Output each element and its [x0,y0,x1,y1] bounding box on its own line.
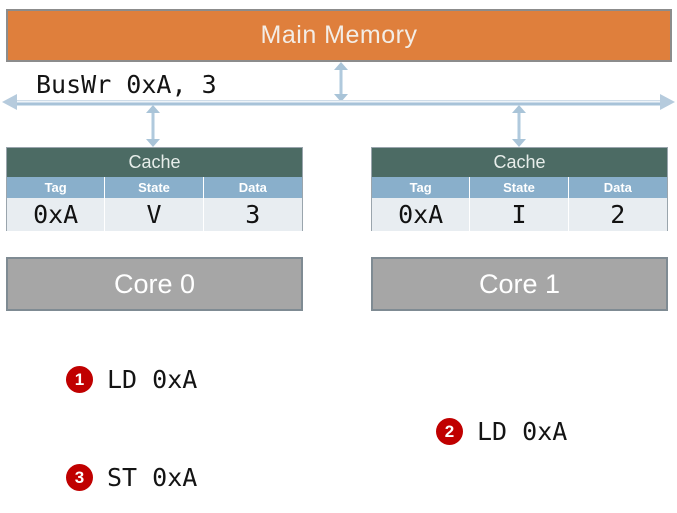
cache-title-0: Cache [7,148,302,177]
cache-table-row-0: 0xA V 3 [7,198,302,231]
cell-state-0: V [105,198,204,231]
core-block-1: Core 1 [371,257,668,311]
annotation-badge-3: 3 [66,464,93,491]
connector-stem [517,111,521,141]
arrowhead-down-icon [512,139,526,147]
cache-table-1: Tag State Data 0xA I 2 [372,177,667,231]
cache-block-1: Cache Tag State Data 0xA I 2 [371,147,668,231]
cell-data-0: 3 [203,198,302,231]
arrowhead-down-icon [334,94,348,102]
arrowhead-up-icon [512,105,526,113]
cell-data-1: 2 [568,198,667,231]
cache-block-0: Cache Tag State Data 0xA V 3 [6,147,303,231]
annotation-badge-2: 2 [436,418,463,445]
main-memory-label: Main Memory [260,21,418,49]
bus-line [16,100,661,106]
connector-stem [151,111,155,141]
cache-table-row-1: 0xA I 2 [372,198,667,231]
core-label-1: Core 1 [478,268,561,299]
column-header-state: State [470,177,569,198]
core-block-0: Core 0 [6,257,303,311]
cache-title-1: Cache [372,148,667,177]
cell-tag-1: 0xA [372,198,471,231]
cell-state-1: I [470,198,569,231]
cache-table-header-row-1: Tag State Data [372,177,667,198]
bus-arrow-left-icon [2,94,17,110]
memory-bus-connector-arrow [334,62,348,102]
annotation-1: 1 LD 0xA [66,365,197,394]
column-header-data: Data [568,177,667,198]
cache-table-header-row-0: Tag State Data [7,177,302,198]
cache0-bus-connector-arrow [146,105,160,147]
arrowhead-up-icon [334,62,348,70]
annotation-text-1: LD 0xA [107,365,198,394]
bus-transaction-label: BusWr 0xA, 3 [36,70,217,99]
column-header-state: State [105,177,204,198]
column-header-tag: Tag [7,177,106,198]
cell-tag-0: 0xA [7,198,106,231]
annotation-3: 3 ST 0xA [66,463,197,492]
annotation-badge-1: 1 [66,366,93,393]
column-header-data: Data [203,177,302,198]
annotation-text-2: LD 0xA [477,417,568,446]
core-label-0: Core 0 [113,268,196,299]
column-header-tag: Tag [372,177,471,198]
connector-stem [339,68,343,96]
cache1-bus-connector-arrow [512,105,526,147]
main-memory-block: Main Memory [6,9,672,62]
bus-arrow-right-icon [660,94,675,110]
annotation-2: 2 LD 0xA [436,417,567,446]
cache-table-0: Tag State Data 0xA V 3 [7,177,302,231]
arrowhead-up-icon [146,105,160,113]
arrowhead-down-icon [146,139,160,147]
annotation-text-3: ST 0xA [107,463,198,492]
